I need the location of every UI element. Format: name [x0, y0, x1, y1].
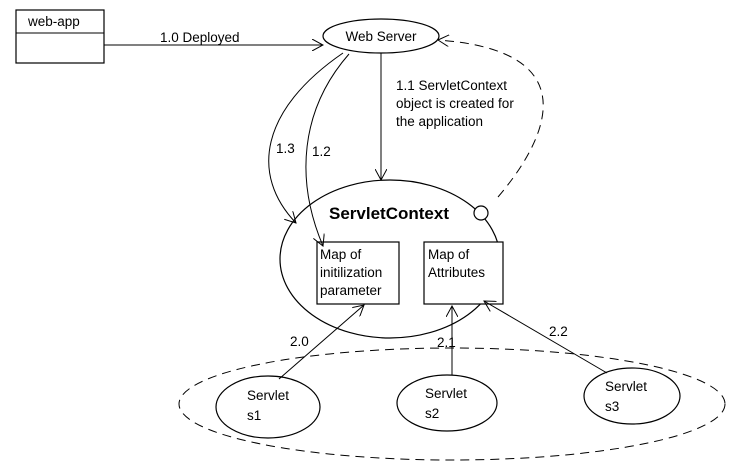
edge-2-2-label: 2.2 — [549, 324, 568, 339]
edge-2-1-label: 2.1 — [437, 335, 456, 350]
attributes-map-box: Map of Attributes — [423, 241, 504, 305]
edge-1-2-label: 1.2 — [312, 144, 331, 159]
init-map-line-3: parameter — [320, 283, 382, 298]
edge-context-to-server-dashed — [438, 40, 544, 198]
init-param-map-box: Map of initilization parameter — [316, 241, 400, 305]
attr-map-line-2: Attributes — [428, 265, 485, 280]
init-map-line-1: Map of — [320, 247, 362, 262]
servlet-s1-line-1: Servlet — [247, 388, 289, 403]
edge-created-line-1: 1.1 ServletContext — [396, 78, 507, 93]
servlet-s3-line-2: s3 — [605, 399, 619, 414]
web-server-node: Web Server — [322, 18, 440, 54]
servlet-s2-line-1: Servlet — [425, 386, 467, 401]
servlet-context-title: ServletContext — [329, 204, 449, 223]
servlet-s1-line-2: s1 — [247, 408, 261, 423]
attr-map-line-1: Map of — [428, 247, 470, 262]
web-app-box: web-app — [15, 9, 105, 64]
edge-1-3 — [268, 52, 344, 223]
servlet-s2-node: Servlet s2 — [396, 374, 498, 432]
edge-2-2 — [484, 301, 608, 374]
interface-circle-icon — [473, 205, 489, 221]
init-map-line-2: initilization — [320, 265, 382, 280]
web-app-label: web-app — [27, 14, 80, 29]
servlet-s1-node: Servlet s1 — [215, 375, 321, 439]
web-server-label: Web Server — [345, 29, 417, 44]
edge-created-line-2: object is created for — [396, 96, 514, 111]
edge-2-0 — [278, 305, 364, 380]
servlet-s3-node: Servlet s3 — [583, 367, 681, 425]
edge-2-0-label: 2.0 — [290, 334, 309, 349]
edge-created-line-3: the application — [396, 114, 483, 129]
edge-1-3-label: 1.3 — [276, 141, 295, 156]
servlet-s2-line-2: s2 — [425, 406, 439, 421]
edge-1-2 — [305, 53, 350, 246]
servlet-s3-line-1: Servlet — [605, 379, 647, 394]
edge-deployed-label: 1.0 Deployed — [160, 30, 240, 45]
